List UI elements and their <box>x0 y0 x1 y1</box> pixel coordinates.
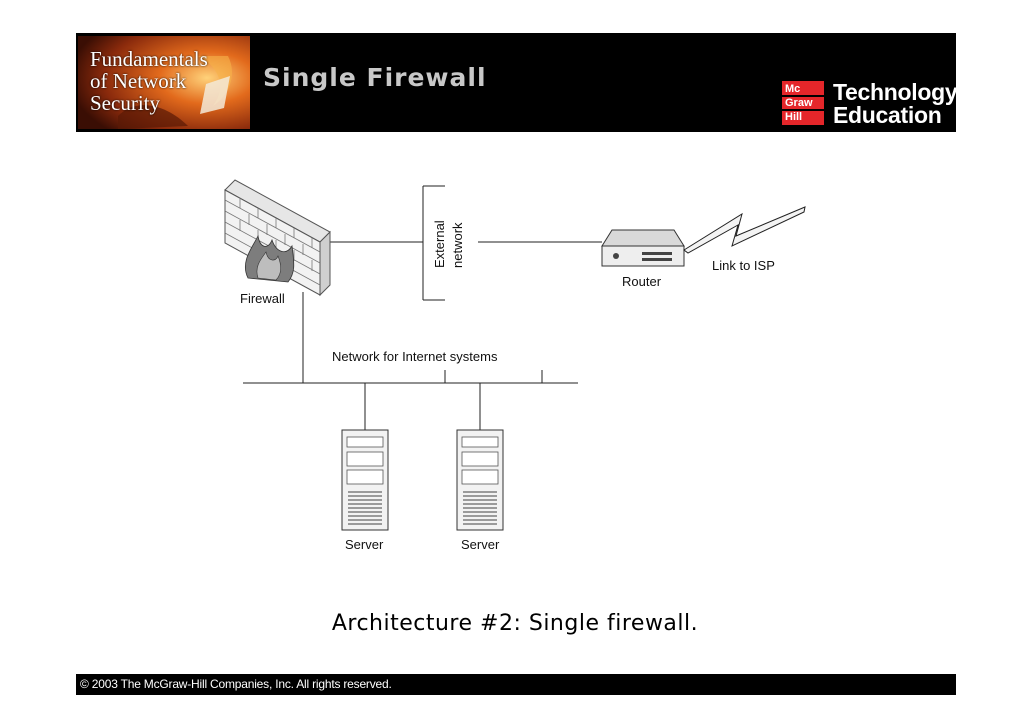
firewall-label: Firewall <box>240 291 285 306</box>
tagline-technology: Technology <box>833 79 958 105</box>
logo-word-mc: Mc <box>785 83 801 95</box>
flame-background-icon <box>78 36 250 129</box>
logo-divider <box>782 95 824 97</box>
lightning-link-icon <box>683 206 806 254</box>
logo-word-graw: Graw <box>785 97 813 109</box>
book-title-line-3: Security <box>90 91 160 115</box>
figure-caption: Architecture #2: Single firewall. <box>331 611 699 636</box>
router-label: Router <box>622 274 662 289</box>
network-diagram: Firewall External network Router Link to… <box>224 179 806 552</box>
server-2-label: Server <box>461 537 500 552</box>
tagline-education: Education <box>833 102 942 128</box>
connection-lines <box>243 185 602 430</box>
book-title-line-2: of Network <box>90 69 187 93</box>
mcgraw-hill-logo: Mc Graw Hill <box>782 81 824 125</box>
book-title-line-1: Fundamentals <box>90 47 208 71</box>
header-bar: Fundamentals of Network Security Single … <box>76 33 958 132</box>
logo-divider <box>782 109 824 111</box>
server-1-icon <box>341 429 389 531</box>
internet-network-label: Network for Internet systems <box>332 349 498 364</box>
book-cover-logo: Fundamentals of Network Security <box>78 36 250 129</box>
slide-title: Single Firewall <box>263 63 487 92</box>
server-1-label: Server <box>345 537 384 552</box>
server-2-icon <box>456 429 504 531</box>
external-network-label-line-1: External <box>432 220 447 268</box>
logo-word-hill: Hill <box>785 111 803 123</box>
router-icon <box>601 229 685 267</box>
external-network-label-line-2: network <box>450 222 465 268</box>
firewall-icon <box>224 179 331 297</box>
copyright-text: © 2003 The McGraw-Hill Companies, Inc. A… <box>80 677 392 691</box>
footer-bar: © 2003 The McGraw-Hill Companies, Inc. A… <box>76 674 956 695</box>
link-to-isp-label: Link to ISP <box>712 258 775 273</box>
